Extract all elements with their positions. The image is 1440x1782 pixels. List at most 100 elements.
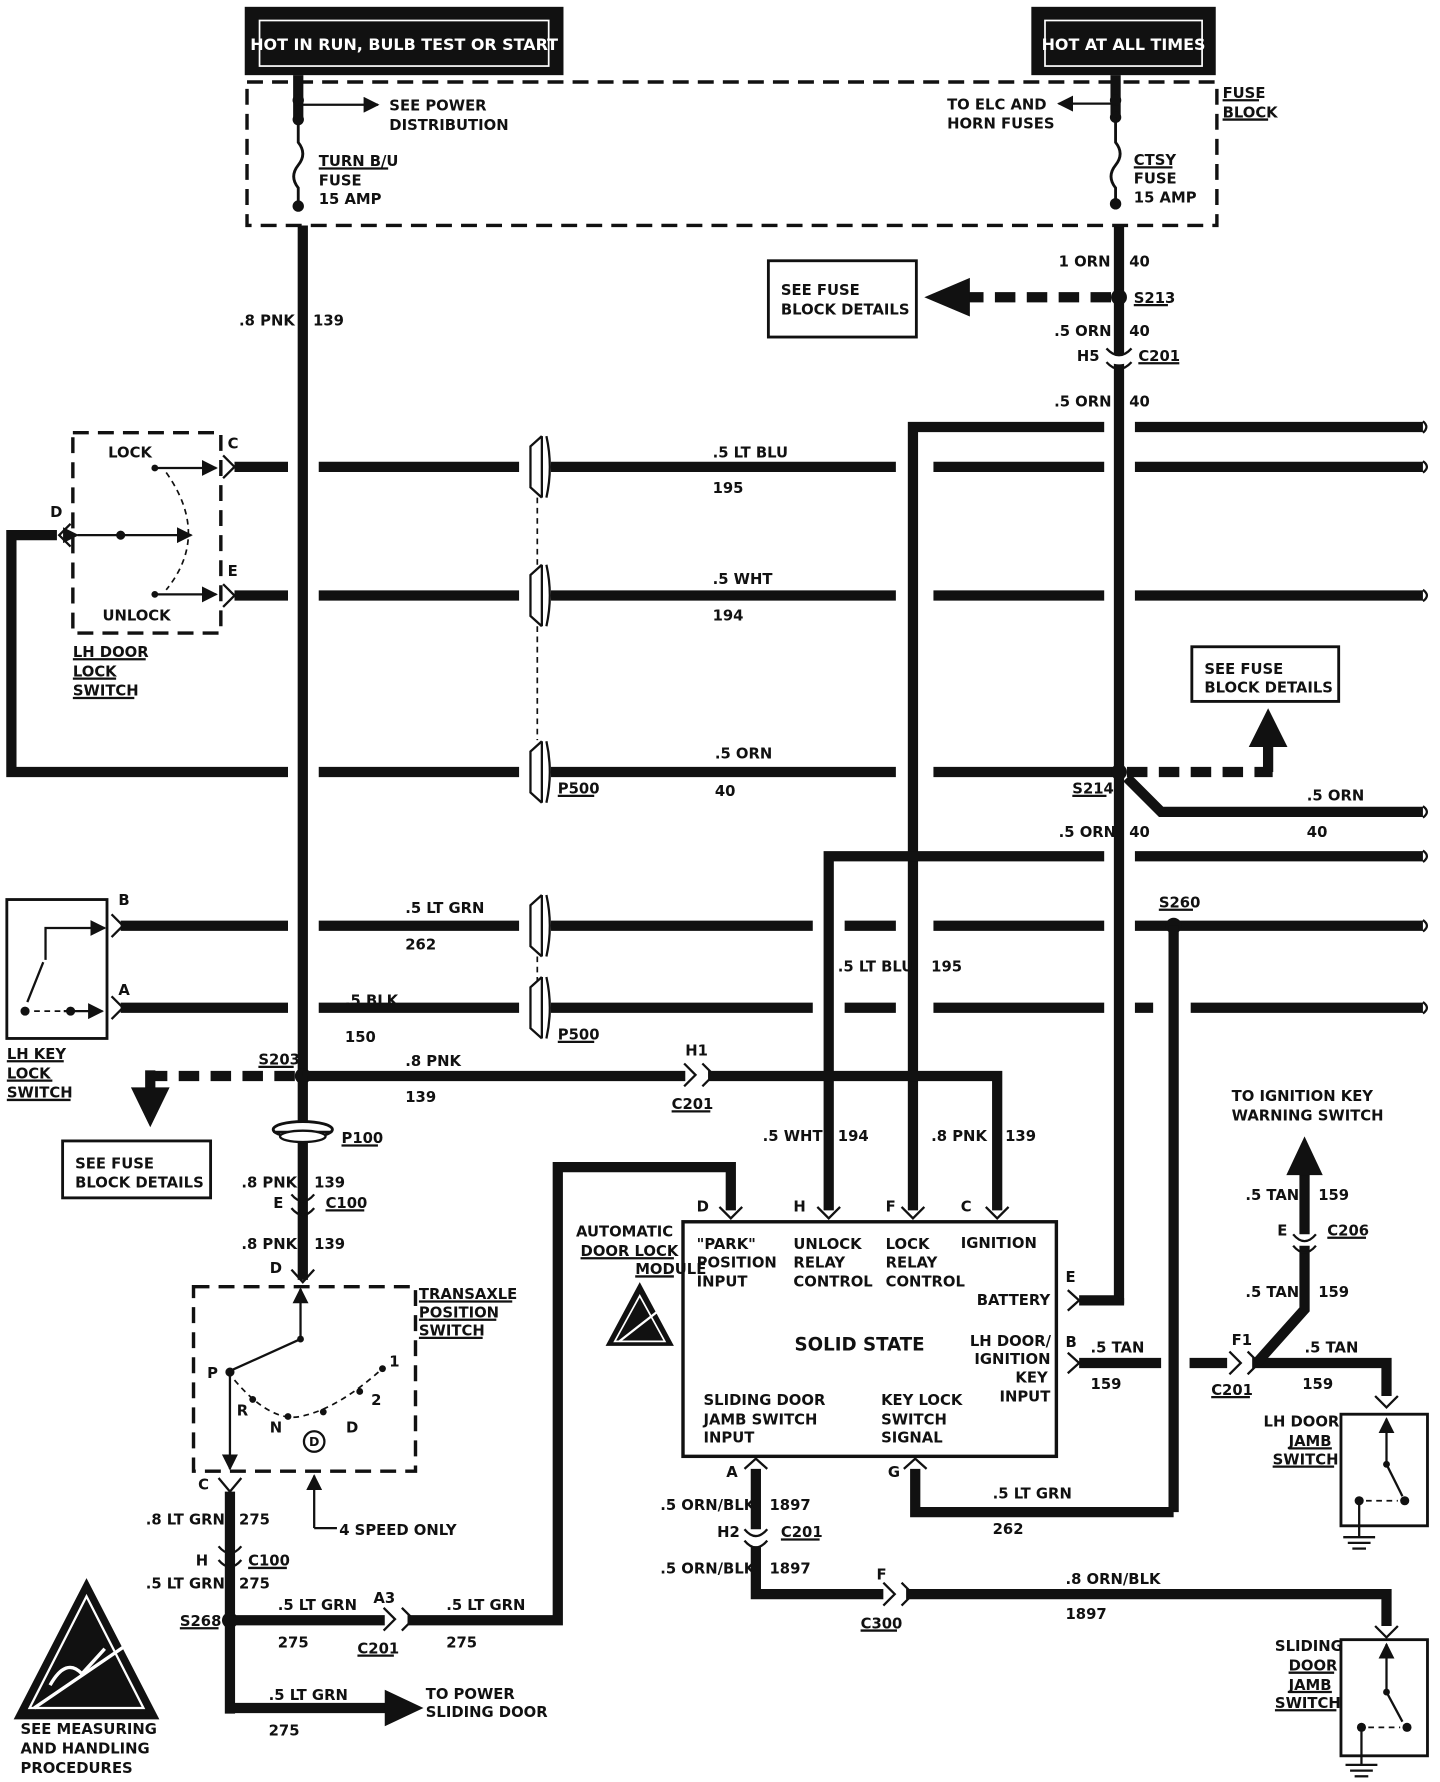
see-fuse-block-details-2: SEE FUSE BLOCK DETAILS bbox=[1190, 645, 1341, 703]
hot-in-run-box: HOT IN RUN, BULB TEST OR START bbox=[244, 6, 564, 76]
lh-key-lock-3: SWITCH bbox=[7, 1085, 73, 1102]
trans-r: R bbox=[237, 1402, 249, 1419]
park-input-3: INPUT bbox=[697, 1274, 749, 1291]
sliding-jamb-4: SWITCH bbox=[1275, 1695, 1341, 1712]
battery-label: BATTERY bbox=[977, 1292, 1051, 1309]
c201-top-label: C201 bbox=[1138, 348, 1180, 365]
c300-f-pin: F bbox=[877, 1566, 887, 1583]
wire-ltgrn-a3b-number: 275 bbox=[446, 1635, 477, 1652]
four-speed-label: 4 SPEED ONLY bbox=[339, 1522, 457, 1539]
ctsy-fuse-1: CTSY bbox=[1134, 152, 1177, 169]
wire-orn2-number: 40 bbox=[1129, 323, 1150, 340]
wire-pnk-main-number: 139 bbox=[313, 313, 344, 330]
pin-a-key: A bbox=[118, 982, 130, 999]
c100-b-label: C100 bbox=[248, 1553, 290, 1570]
transaxle-position-switch: P R N D D 2 1 TRANSAXLE POSITION SWITCH … bbox=[191, 1284, 517, 1539]
wire-ltgrn5-number: 275 bbox=[239, 1575, 270, 1592]
ctsy-fuse-2: FUSE bbox=[1134, 170, 1177, 187]
lock-label: LOCK bbox=[108, 445, 152, 462]
c201-f1-pin: F1 bbox=[1232, 1332, 1252, 1349]
module-pin-d: D bbox=[697, 1199, 709, 1216]
s260-label: S260 bbox=[1159, 895, 1201, 912]
sliding-jamb-3: JAMB bbox=[1288, 1677, 1332, 1694]
wire-ornblk1-label: .5 ORN/BLK bbox=[660, 1497, 756, 1514]
module-name-1: AUTOMATIC bbox=[576, 1224, 673, 1241]
trans-1: 1 bbox=[389, 1353, 399, 1370]
module-pin-f: F bbox=[886, 1199, 896, 1216]
lh-door-jamb-2: JAMB bbox=[1288, 1433, 1332, 1450]
turn-fuse-2: FUSE bbox=[319, 173, 362, 190]
see-fuse-block-details-3: SEE FUSE BLOCK DETAILS bbox=[61, 1139, 213, 1200]
lh-door-lock-2: LOCK bbox=[73, 663, 117, 680]
pin-e-lock: E bbox=[228, 563, 238, 580]
p500-connector-ltgrn bbox=[529, 894, 551, 958]
to-power-1: TO POWER bbox=[426, 1686, 516, 1703]
wire-ltgrn-label: .5 LT GRN bbox=[405, 900, 484, 917]
wire-ltgrn8-number: 275 bbox=[239, 1512, 270, 1529]
pin-b-key: B bbox=[118, 892, 129, 909]
ctsy-fuse-3: 15 AMP bbox=[1134, 190, 1197, 207]
wire-tan-b-label: .5 TAN bbox=[1091, 1340, 1145, 1357]
p500-label-a: P500 bbox=[558, 781, 600, 798]
wire-ltgrn-pwr-number: 275 bbox=[269, 1722, 300, 1739]
c201-f1-label: C201 bbox=[1211, 1382, 1253, 1399]
wire-ltgrn-g-number: 262 bbox=[993, 1521, 1024, 1538]
wire-tan-c206a-label: .5 TAN bbox=[1245, 1187, 1299, 1204]
automatic-door-lock-module: AUTOMATIC DOOR LOCK MODULE "PARK" POSITI… bbox=[576, 1199, 1081, 1481]
transaxle-c-pin: C bbox=[198, 1476, 209, 1493]
p500-connector-blk bbox=[529, 976, 551, 1040]
wire-blk-label: .5 BLK bbox=[345, 992, 399, 1009]
s213-label: S213 bbox=[1134, 290, 1176, 307]
wire-pnk-v-label: .8 PNK bbox=[931, 1128, 987, 1145]
wire-wht-label: .5 WHT bbox=[713, 571, 774, 588]
park-input-1: "PARK" bbox=[697, 1236, 756, 1253]
wire-ornblk2-number: 1897 bbox=[770, 1561, 811, 1578]
sliding-door-jamb-switch: SLIDING DOOR JAMB SWITCH bbox=[1275, 1625, 1429, 1778]
lh-door-jamb-3: SWITCH bbox=[1273, 1451, 1339, 1468]
p100-connector bbox=[271, 1120, 334, 1144]
see-fuse-1-line1: SEE FUSE bbox=[781, 282, 860, 299]
ignition-label: IGNITION bbox=[961, 1235, 1037, 1252]
trans-p: P bbox=[207, 1365, 218, 1382]
p500-connector-wht bbox=[529, 563, 551, 628]
c201-h2-pin: H2 bbox=[717, 1524, 740, 1541]
module-pin-a: A bbox=[726, 1464, 738, 1481]
lh-door-ign-1: LH DOOR/ bbox=[970, 1333, 1052, 1350]
pin-c-lock: C bbox=[228, 436, 239, 453]
wire-pnk-c100b-number: 139 bbox=[314, 1236, 345, 1253]
c201-h2-label: C201 bbox=[781, 1524, 823, 1541]
sliding-input-2: JAMB SWITCH bbox=[702, 1411, 817, 1428]
c201-h1-pin: H1 bbox=[685, 1043, 708, 1060]
fuse-block-label-1: FUSE bbox=[1223, 85, 1266, 102]
c100-e-pin: E bbox=[273, 1195, 283, 1212]
wire-ltgrn-pwr-label: .5 LT GRN bbox=[269, 1687, 348, 1704]
to-elc-1: TO ELC AND bbox=[947, 96, 1046, 113]
see-fuse-3-line2: BLOCK DETAILS bbox=[75, 1175, 204, 1192]
wire-pnk-c100a-number: 139 bbox=[314, 1175, 345, 1192]
module-pin-h: H bbox=[793, 1199, 805, 1216]
wire-pnk-c100a-label: .8 PNK bbox=[241, 1175, 297, 1192]
p500-connector-orn bbox=[529, 740, 551, 804]
see-measuring-3: PROCEDURES bbox=[20, 1760, 132, 1777]
wire-tan-f1-number: 159 bbox=[1302, 1376, 1333, 1393]
lock-relay-2: RELAY bbox=[886, 1254, 938, 1271]
see-fuse-2-line1: SEE FUSE bbox=[1204, 661, 1283, 678]
solid-state-label: SOLID STATE bbox=[795, 1334, 925, 1355]
esd-warning-large: SEE MEASURING AND HANDLING PROCEDURES bbox=[13, 1578, 160, 1777]
trans-2: 2 bbox=[371, 1392, 381, 1409]
wire-pnk-c100b-label: .8 PNK bbox=[241, 1236, 297, 1253]
module-pin-b: B bbox=[1065, 1334, 1076, 1351]
wire-orn-40-battery bbox=[1079, 1295, 1125, 1306]
p500-label-b: P500 bbox=[558, 1027, 600, 1044]
s268-label: S268 bbox=[180, 1613, 222, 1630]
wire-pnk-main-label: .8 PNK bbox=[239, 313, 295, 330]
wire-unlock-relay-195 bbox=[823, 851, 1105, 1211]
unlock-label: UNLOCK bbox=[102, 608, 171, 625]
hot-at-all-times-label: HOT AT ALL TIMES bbox=[1042, 35, 1206, 54]
wire-tan-f1-label: .5 TAN bbox=[1305, 1340, 1359, 1357]
park-input-2: POSITION bbox=[697, 1254, 777, 1271]
see-measuring-1: SEE MEASURING bbox=[20, 1721, 156, 1738]
lh-door-lock-switch: LOCK UNLOCK C D E LH DOOR LOCK SWITCH bbox=[50, 430, 239, 700]
wire-orn-s214d-label: .5 ORN bbox=[1059, 824, 1116, 841]
